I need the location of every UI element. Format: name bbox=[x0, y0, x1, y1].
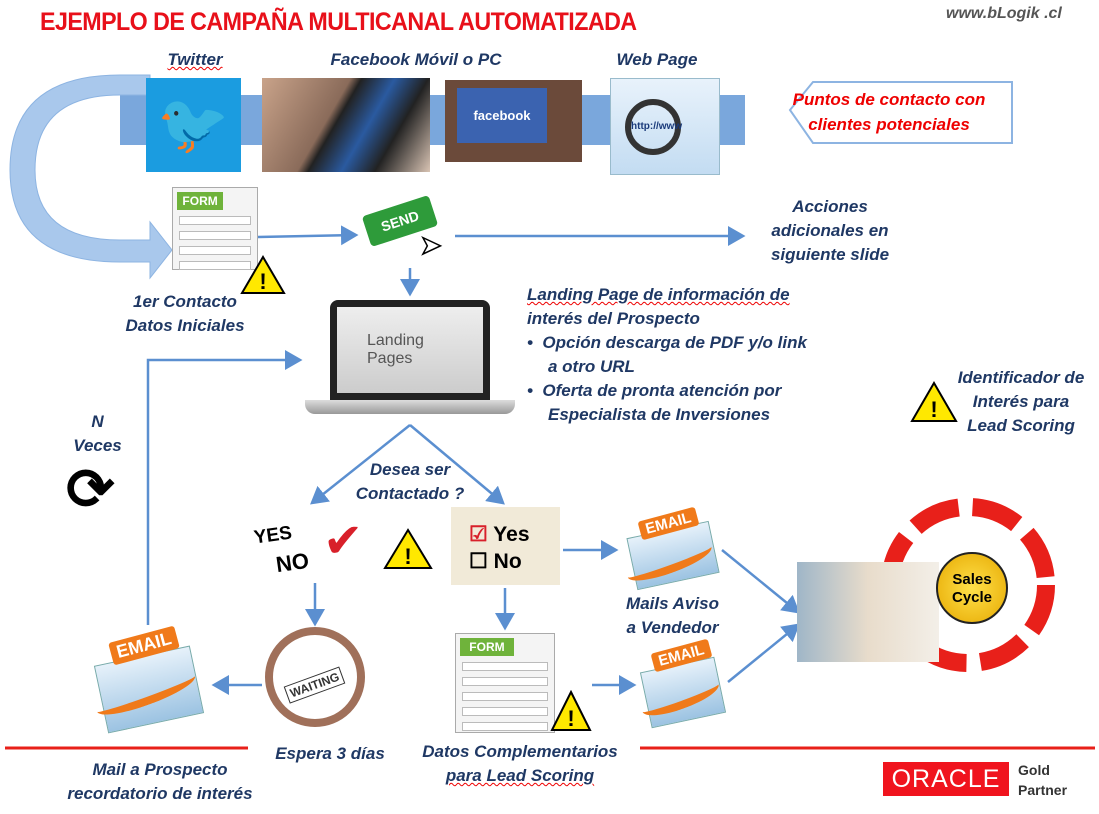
email-prospect-icon: EMAIL bbox=[88, 620, 210, 735]
laptop-base bbox=[305, 400, 515, 414]
email-vendor-icon: EMAIL bbox=[620, 503, 725, 591]
warning-icon: ! bbox=[550, 690, 592, 731]
arrow-email2-sales bbox=[727, 623, 800, 683]
arrow-branch-no bbox=[310, 424, 411, 505]
svg-text:!: ! bbox=[930, 397, 937, 422]
arrow-form-send bbox=[257, 225, 359, 246]
arrow-loop-back bbox=[146, 350, 303, 625]
callout-line2: clientes potenciales bbox=[808, 115, 970, 134]
form-label: FORM bbox=[177, 192, 224, 210]
arrow-branch-yes bbox=[409, 424, 505, 505]
facebook-label: Facebook Móvil o PC bbox=[330, 50, 502, 69]
svg-text:!: ! bbox=[259, 269, 266, 294]
oracle-logo: ORACLE bbox=[883, 762, 1009, 796]
warning-icon: ! bbox=[910, 381, 958, 422]
arrow-email-sales bbox=[721, 549, 800, 614]
facebook-logo: facebook bbox=[457, 88, 547, 143]
svg-text:!: ! bbox=[567, 706, 574, 731]
email-vendor-2-icon: EMAIL bbox=[635, 635, 730, 730]
twitter-label: Twitter bbox=[167, 50, 223, 69]
form-label: FORM bbox=[460, 638, 514, 656]
magnifier-icon: http://www bbox=[625, 99, 682, 155]
warning-icon: ! bbox=[383, 528, 433, 569]
checkmark-icon: ✔ bbox=[323, 515, 364, 568]
contact-points-callout: Puntos de contacto con clientes potencial… bbox=[765, 80, 1013, 143]
svg-text:!: ! bbox=[404, 544, 411, 569]
yes-no-checkbox-image: YES NO ✔ bbox=[248, 505, 380, 583]
sales-cycle-arrows bbox=[881, 498, 1055, 672]
refresh-cycle-icon: ⟳ bbox=[66, 457, 115, 522]
webpage-search-image: http://www bbox=[610, 78, 720, 175]
warning-icon: ! bbox=[240, 255, 286, 294]
wait-label: Espera 3 días bbox=[275, 744, 385, 763]
webpage-label: Web Page bbox=[616, 50, 698, 69]
form-document-icon: FORM bbox=[455, 633, 555, 733]
callout-shape bbox=[788, 81, 1013, 144]
cursor-icon: ➤ bbox=[419, 229, 442, 261]
phone-facebook-image bbox=[262, 78, 430, 172]
callout-line1: Puntos de contacto con bbox=[792, 90, 986, 109]
yes-checked-image: ☑ Yes☐ No bbox=[451, 507, 560, 585]
form-document-icon: FORM bbox=[172, 187, 258, 270]
page-title: EJEMPLO DE CAMPAÑA MULTICANAL AUTOMATIZA… bbox=[40, 8, 637, 36]
waiting-clock-icon: WAITING bbox=[265, 627, 365, 727]
monitor-facebook-image: facebook bbox=[445, 80, 582, 162]
site-url: www.bLogik .cl bbox=[946, 5, 1062, 22]
twitter-bird-icon: 🐦 bbox=[146, 78, 241, 172]
sales-person-image bbox=[797, 562, 939, 662]
return-u-arrow bbox=[9, 74, 173, 280]
